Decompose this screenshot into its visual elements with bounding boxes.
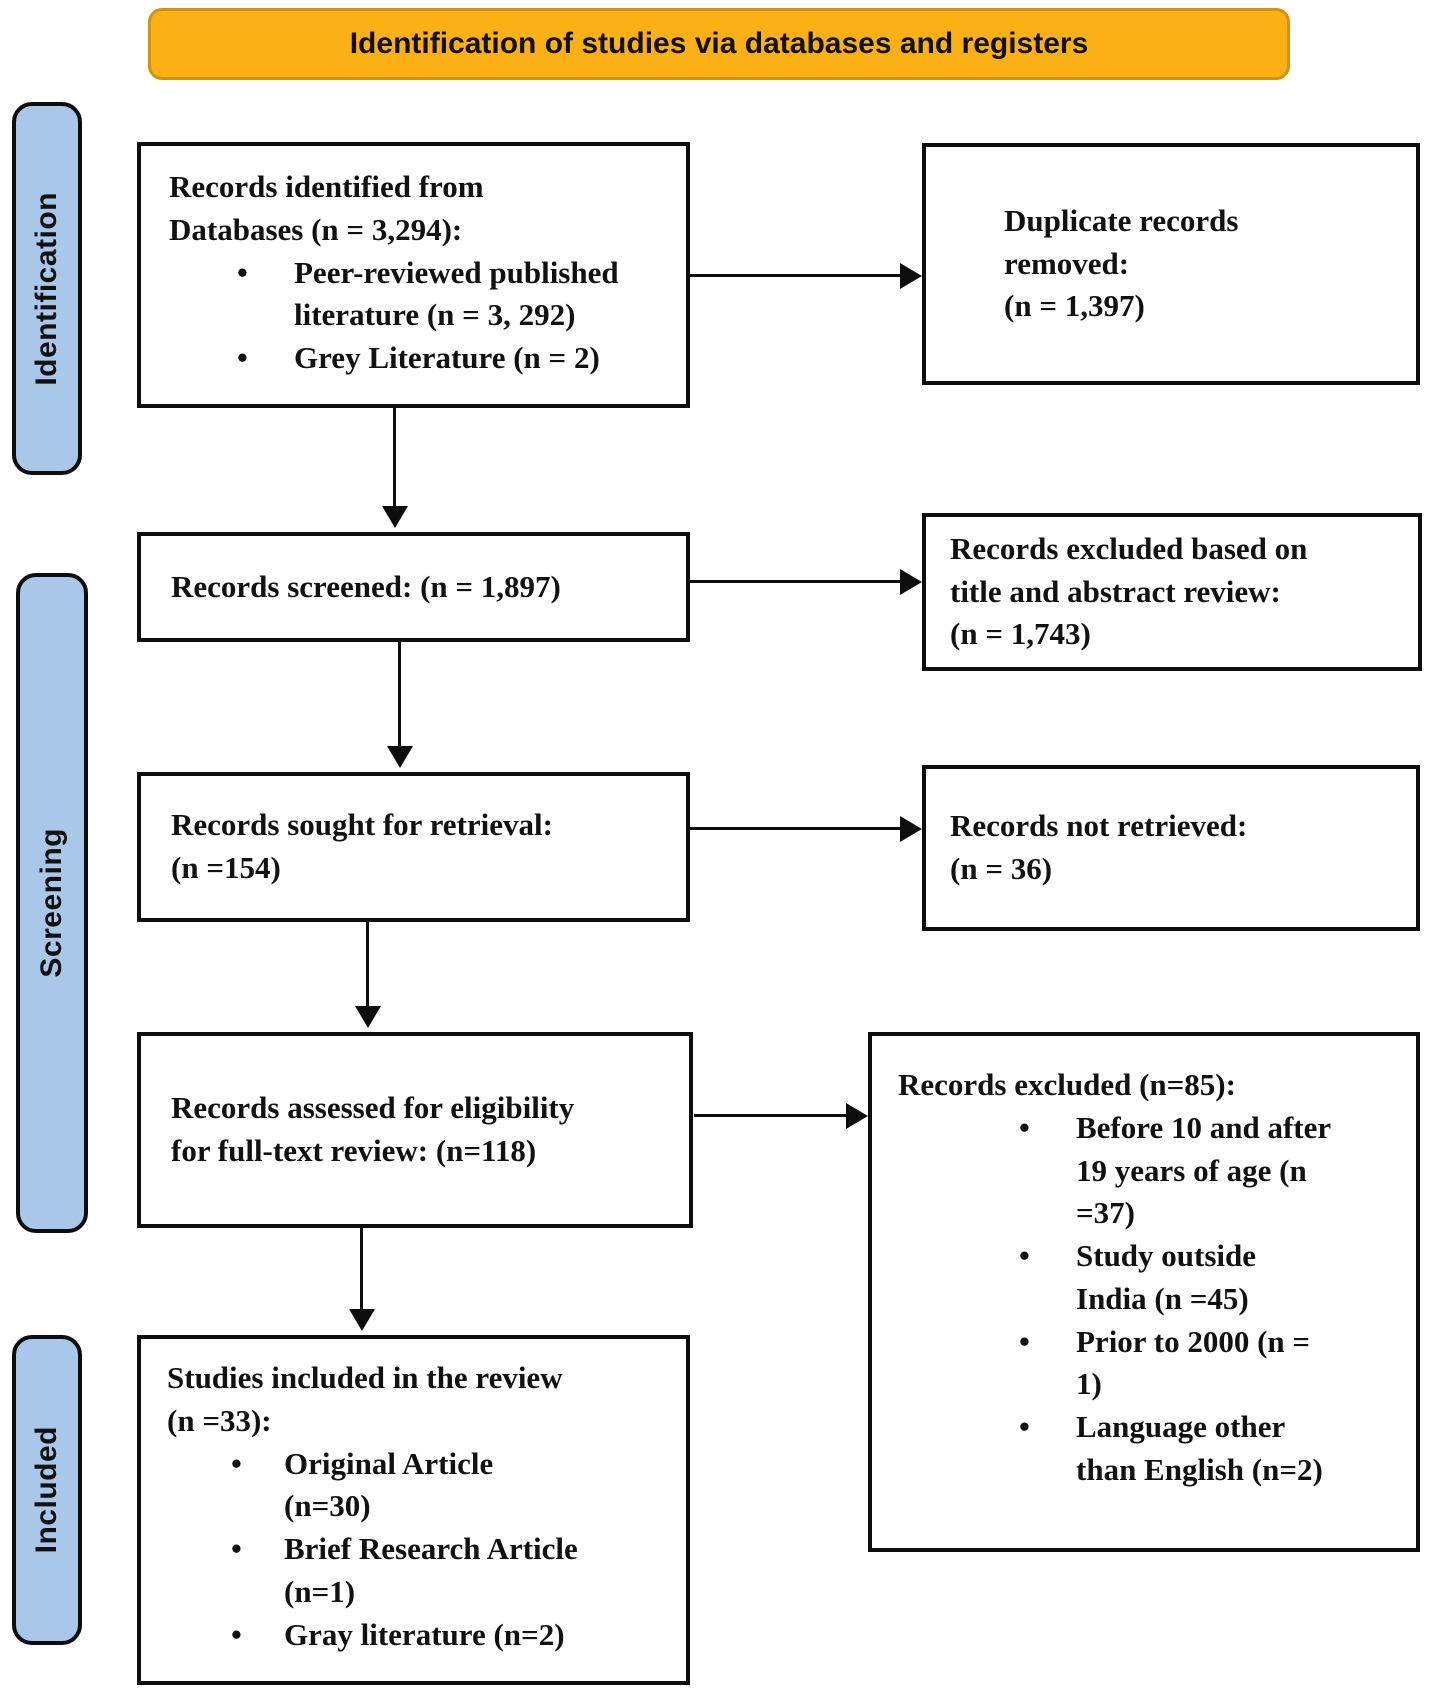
list-item: • Study outside India (n =45) <box>1019 1235 1396 1321</box>
arrow-screened-to-sought <box>398 642 401 747</box>
box-records-excluded-title-abstract-text: Records excluded based on title and abst… <box>950 530 1308 652</box>
box-records-excluded-title-abstract: Records excluded based on title and abst… <box>922 513 1422 671</box>
box-duplicates-removed-text: Duplicate records removed: (n = 1,397) <box>1004 202 1239 324</box>
stage-bar-included: Included <box>12 1335 82 1645</box>
bullet-text-grey-literature: Grey Literature (n = 2) <box>294 340 600 376</box>
box-duplicates-removed: Duplicate records removed: (n = 1,397) <box>922 143 1420 385</box>
box-records-excluded-fulltext: Records excluded (n=85): • Before 10 and… <box>868 1032 1420 1552</box>
box-studies-included-title: Studies included in the review (n =33): <box>167 1360 563 1438</box>
list-item: • Peer-reviewed published literature (n … <box>237 252 668 338</box>
list-item: • Brief Research Article (n=1) <box>231 1528 672 1614</box>
box-records-sought: Records sought for retrieval: (n =154) <box>137 772 690 922</box>
box-studies-included: Studies included in the review (n =33): … <box>137 1335 690 1685</box>
bullet-icon: • <box>1019 1409 1030 1445</box>
bullet-icon: • <box>231 1531 242 1567</box>
arrow-assessed-to-excluded-fulltext <box>694 1114 847 1117</box>
box-records-sought-text: Records sought for retrieval: (n =154) <box>171 807 553 885</box>
stage-bar-screening: Screening <box>16 573 88 1233</box>
list-item: • Gray literature (n=2) <box>231 1614 672 1657</box>
title-banner-label: Identification of studies via databases … <box>349 27 1089 60</box>
list-item: • Before 10 and after 19 years of age (n… <box>1019 1107 1396 1235</box>
bullet-icon: • <box>237 254 248 290</box>
box-records-identified: Records identified from Databases (n = 3… <box>137 142 690 408</box>
arrow-sought-to-not-retrieved <box>690 827 901 830</box>
box-records-screened-text: Records screened: (n = 1,897) <box>171 568 561 604</box>
bullet-text-prior-2000: Prior to 2000 (n = 1) <box>1076 1323 1311 1402</box>
box-records-identified-title: Records identified from Databases (n = 3… <box>169 169 484 247</box>
bullet-text-age-range: Before 10 and after 19 years of age (n =… <box>1076 1109 1332 1231</box>
stage-label-screening: Screening <box>35 828 68 978</box>
arrow-identified-to-screened <box>393 408 396 507</box>
bullet-text-language: Language other than English (n=2) <box>1076 1409 1323 1487</box>
box-records-excluded-fulltext-title: Records excluded (n=85): <box>898 1067 1236 1102</box>
bullet-icon: • <box>237 340 248 376</box>
bullet-icon: • <box>1019 1323 1030 1359</box>
list-item: • Prior to 2000 (n = 1) <box>1019 1321 1396 1407</box>
stage-bar-identification: Identification <box>12 102 82 475</box>
bullet-icon: • <box>231 1616 242 1652</box>
list-item: • Grey Literature (n = 2) <box>237 337 668 380</box>
box-records-screened: Records screened: (n = 1,897) <box>137 532 690 642</box>
bullet-text-brief-research-article: Brief Research Article (n=1) <box>284 1531 578 1609</box>
bullet-icon: • <box>231 1445 242 1481</box>
bullet-text-gray-literature: Gray literature (n=2) <box>284 1616 565 1652</box>
list-item: • Original Article (n=30) <box>231 1443 672 1529</box>
bullet-icon: • <box>1019 1238 1030 1274</box>
bullet-text-peer-reviewed: Peer-reviewed published literature (n = … <box>294 254 619 333</box>
box-records-assessed-text: Records assessed for eligibility for ful… <box>171 1090 575 1168</box>
bullet-text-outside-india: Study outside India (n =45) <box>1076 1238 1257 1316</box>
arrow-screened-to-excluded <box>690 580 901 583</box>
bullet-text-original-article: Original Article (n=30) <box>284 1445 494 1524</box>
bullet-icon: • <box>1019 1109 1030 1145</box>
box-records-assessed: Records assessed for eligibility for ful… <box>137 1032 693 1228</box>
box-records-not-retrieved: Records not retrieved: (n = 36) <box>922 765 1420 931</box>
box-records-not-retrieved-text: Records not retrieved: (n = 36) <box>950 808 1248 886</box>
list-item: • Language other than English (n=2) <box>1019 1406 1396 1492</box>
arrow-sought-to-assessed <box>366 922 369 1007</box>
arrow-identified-to-duplicates <box>690 274 901 277</box>
stage-label-identification: Identification <box>30 191 63 386</box>
arrow-assessed-to-included <box>360 1228 363 1310</box>
stage-label-included: Included <box>30 1426 63 1554</box>
title-banner: Identification of studies via databases … <box>148 8 1290 80</box>
